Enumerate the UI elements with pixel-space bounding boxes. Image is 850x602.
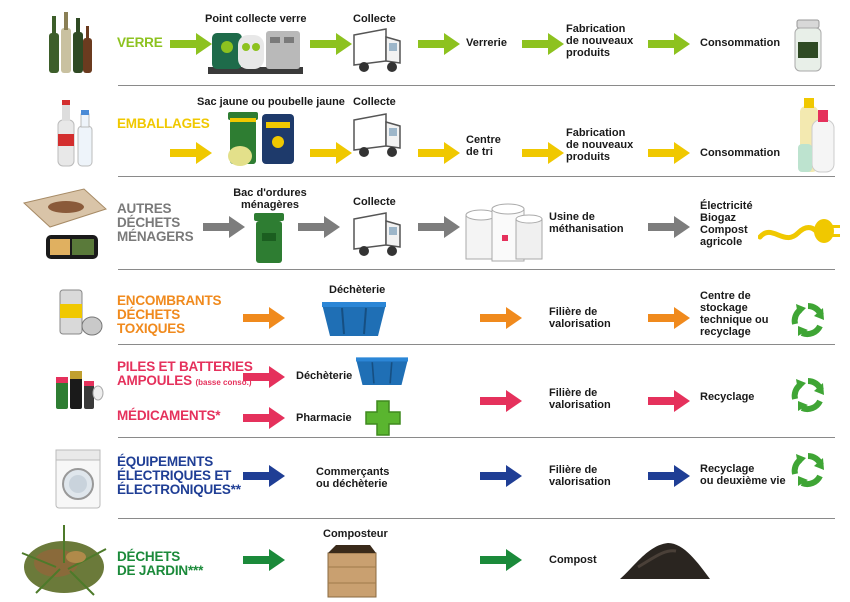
collect-point-label: Point collecte verre [205, 13, 307, 25]
truck-icon [353, 212, 401, 256]
skip-container-icon [356, 357, 408, 385]
category-verre: VERRE [117, 35, 163, 50]
batteries-icon [56, 371, 104, 409]
arrow-icon [480, 465, 522, 487]
step4-label: Fabrication de nouveaux produits [566, 127, 634, 163]
collect-point-label: Sac jaune ou poubelle jaune [197, 96, 345, 108]
row-jardin: DÉCHETS DE JARDIN*** Composteur Compost [0, 519, 850, 602]
truck-icon [353, 28, 401, 72]
compost-box-icon [327, 545, 377, 598]
final-label: Électricité Biogaz Compost agricole [700, 200, 753, 248]
paper-rolls-icon [465, 203, 543, 262]
row-equipements: ÉQUIPEMENTS ÉLECTRIQUES ET ÉLECTRONIQUES… [0, 438, 850, 518]
arrow-icon [648, 142, 690, 164]
row-divider [118, 344, 835, 345]
plastic-bottles-icon [57, 100, 93, 167]
row-encombrants: ENCOMBRANTS DÉCHETS TOXIQUES Déchèterie … [0, 270, 850, 344]
arrow-icon [170, 33, 212, 55]
arrow-icon [648, 216, 690, 238]
collect-point-label: Déchèterie [329, 284, 386, 296]
paint-cans-icon [59, 289, 103, 336]
arrow-icon [243, 465, 285, 487]
glass-container-icon [208, 31, 303, 74]
pharmacie-label: Pharmacie [296, 412, 352, 424]
recycle-icon [791, 378, 824, 413]
arrow-icon [418, 33, 460, 55]
washing-machine-icon [55, 449, 101, 509]
collect-point-label: Commerçants ou déchèterie [316, 466, 390, 490]
category-medicaments: MÉDICAMENTS* [117, 408, 221, 423]
arrow-icon [310, 33, 352, 55]
row-divider [118, 437, 835, 438]
category-emballages: EMBALLAGES [117, 116, 210, 131]
collecte-label: Collecte [353, 196, 396, 208]
arrow-icon [648, 465, 690, 487]
arrow-icon [480, 307, 522, 329]
arrow-icon [522, 33, 564, 55]
collect-point-label: Composteur [323, 528, 388, 540]
arrow-icon [243, 366, 285, 388]
arrow-icon [243, 407, 285, 429]
collecte-label: Collecte [353, 96, 396, 108]
row-divider [118, 176, 835, 177]
step3-label: Compost [549, 554, 597, 566]
row-divider [118, 269, 835, 270]
arrow-icon [648, 307, 690, 329]
category-piles: PILES ET BATTERIES AMPOULES (basse conso… [117, 359, 253, 388]
category-encombrants: ENCOMBRANTS DÉCHETS TOXIQUES [117, 293, 222, 336]
arrow-icon [480, 390, 522, 412]
arrow-icon [418, 142, 460, 164]
recycle-icon [791, 453, 824, 488]
row-verre: VERRE Point collecte verre Collecte Verr… [0, 0, 850, 85]
food-waste-icon [22, 188, 107, 259]
row-emballages: EMBALLAGES Sac jaune ou poubelle jaune C… [0, 86, 850, 176]
garden-waste-icon [21, 525, 107, 596]
yellow-bin-icon [228, 112, 294, 166]
step3-label: Filière de valorisation [549, 306, 611, 330]
step3-label: Usine de méthanisation [549, 211, 624, 235]
detergent-bottles-icon [798, 98, 835, 173]
arrow-icon [310, 142, 352, 164]
final-label: Consommation [700, 147, 781, 159]
category-jardin: DÉCHETS DE JARDIN*** [117, 549, 204, 578]
collect-point-label: Déchèterie [296, 370, 353, 382]
pharmacy-cross-icon [365, 400, 401, 436]
arrow-icon [522, 142, 564, 164]
category-note: (basse conso.) [195, 378, 252, 387]
arrow-icon [170, 142, 212, 164]
final-label: Recyclage ou deuxième vie [700, 463, 786, 487]
step3-label: Filière de valorisation [549, 387, 611, 411]
row-autres: AUTRES DÉCHETS MÉNAGERS Bac d'ordures mé… [0, 177, 850, 269]
final-label: Recyclage [700, 391, 755, 403]
row-piles: PILES ET BATTERIES AMPOULES (basse conso… [0, 345, 850, 437]
green-bin-icon [254, 213, 284, 263]
arrow-icon [648, 390, 690, 412]
step3-label: Centre de tri [466, 134, 501, 158]
row-divider [118, 85, 835, 86]
arrow-icon [298, 216, 340, 238]
truck-icon [353, 113, 401, 157]
arrow-icon [648, 33, 690, 55]
arrow-icon [203, 216, 245, 238]
category-autres: AUTRES DÉCHETS MÉNAGERS [117, 201, 194, 244]
category-equipements: ÉQUIPEMENTS ÉLECTRIQUES ET ÉLECTRONIQUES… [117, 454, 241, 497]
step3-label: Filière de valorisation [549, 464, 611, 488]
step4-label: Fabrication de nouveaux produits [566, 23, 634, 59]
final-label: Consommation [700, 37, 781, 49]
arrow-icon [418, 216, 460, 238]
glass-bottles-icon [49, 12, 92, 73]
arrow-icon [243, 549, 285, 571]
final-label: Centre de stockage technique ou recyclag… [700, 290, 769, 338]
row-divider [118, 518, 835, 519]
collecte-label: Collecte [353, 13, 396, 25]
arrow-icon [480, 549, 522, 571]
step3-label: Verrerie [466, 37, 507, 49]
skip-container-icon [322, 302, 386, 336]
compost-pile-icon [620, 543, 710, 579]
jar-icon [794, 19, 822, 72]
recycle-icon [791, 303, 824, 338]
collect-point-label: Bac d'ordures ménagères [233, 187, 307, 211]
arrow-icon [243, 307, 285, 329]
plug-icon [758, 219, 840, 243]
